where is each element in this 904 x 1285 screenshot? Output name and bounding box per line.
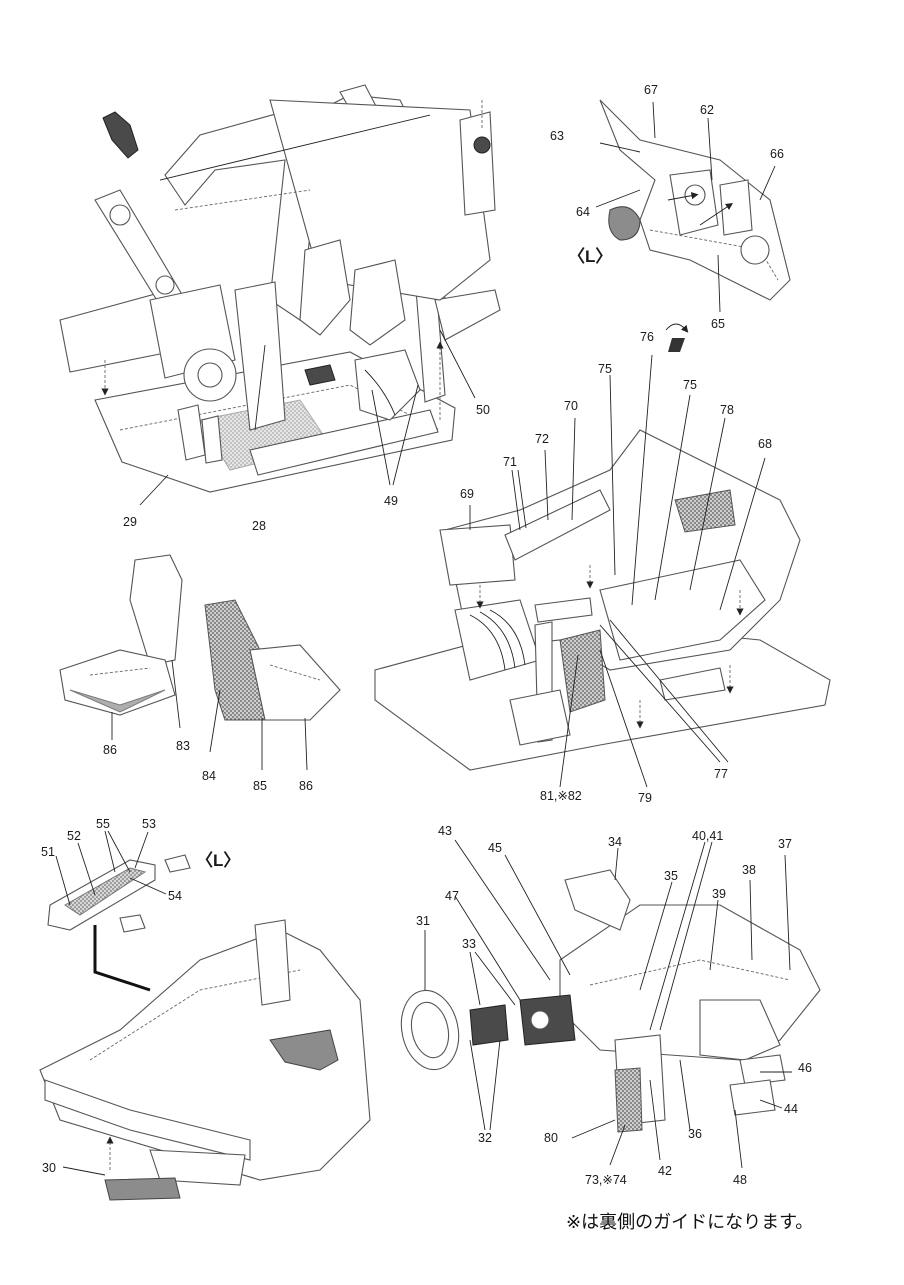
part-label-53: 53 xyxy=(142,817,156,831)
part-label-40-41: 40,41 xyxy=(692,829,723,843)
part-label-35: 35 xyxy=(664,869,678,883)
part-label-75-a: 75 xyxy=(598,362,612,376)
part-label-66: 66 xyxy=(770,147,784,161)
footnote: ※は裏側のガイドになります。 xyxy=(566,1212,814,1233)
leader-lines-bottom-left xyxy=(55,830,167,1176)
part-label-72: 72 xyxy=(535,432,549,446)
part-label-67: 67 xyxy=(644,83,658,97)
part-label-48: 48 xyxy=(733,1173,747,1187)
part-label-63: 63 xyxy=(550,129,564,143)
part-label-78: 78 xyxy=(720,403,734,417)
part-label-64: 64 xyxy=(576,205,590,219)
side-left-indicator: 〈L〉 xyxy=(568,246,612,266)
part-label-34: 34 xyxy=(608,835,622,849)
part-label-76: 76 xyxy=(640,330,654,344)
part-label-36: 36 xyxy=(688,1127,702,1141)
flip-over-icon xyxy=(665,323,689,352)
part-label-51: 51 xyxy=(41,845,55,859)
part-label-70: 70 xyxy=(564,399,578,413)
part-label-65: 65 xyxy=(711,317,725,331)
panel-seats xyxy=(59,554,341,721)
part-label-47: 47 xyxy=(445,889,459,903)
part-label-81-82: 81,※82 xyxy=(540,789,582,803)
part-label-49: 49 xyxy=(384,494,398,508)
part-label-83: 83 xyxy=(176,739,190,753)
part-label-45: 45 xyxy=(488,841,502,855)
side-left-indicator-bottom: 〈L〉 xyxy=(196,850,240,870)
part-label-32: 32 xyxy=(478,1131,492,1145)
part-label-86-b: 86 xyxy=(299,779,313,793)
part-label-38: 38 xyxy=(742,863,756,877)
part-label-75-b: 75 xyxy=(683,378,697,392)
panel-interior-floor xyxy=(374,429,831,771)
leader-lines-top-right xyxy=(595,101,776,313)
part-label-73-74: 73,※74 xyxy=(585,1173,627,1187)
panel-dashboard xyxy=(400,869,821,1133)
part-label-33: 33 xyxy=(462,937,476,951)
part-label-86-a: 86 xyxy=(103,743,117,757)
part-label-69: 69 xyxy=(460,487,474,501)
part-label-30: 30 xyxy=(42,1161,56,1175)
part-label-31: 31 xyxy=(416,914,430,928)
part-label-71: 71 xyxy=(503,455,517,469)
part-label-43: 43 xyxy=(438,824,452,838)
part-label-84: 84 xyxy=(202,769,216,783)
part-label-80: 80 xyxy=(544,1131,558,1145)
part-label-52: 52 xyxy=(67,829,81,843)
panel-front-body xyxy=(39,854,371,1201)
part-label-50: 50 xyxy=(476,403,490,417)
leader-lines-top-left xyxy=(139,329,476,506)
part-number-labels: 28 29 49 50 62 63 64 65 66 67 〈L〉 68 69 … xyxy=(41,83,812,1187)
part-label-44: 44 xyxy=(784,1102,798,1116)
part-label-37: 37 xyxy=(778,837,792,851)
part-label-54: 54 xyxy=(168,889,182,903)
leader-lines-middle-right xyxy=(469,354,766,788)
part-label-28: 28 xyxy=(252,519,266,533)
part-label-55: 55 xyxy=(96,817,110,831)
leader-lines-seats xyxy=(111,659,308,771)
panel-door-left xyxy=(599,99,791,301)
part-label-29: 29 xyxy=(123,515,137,529)
part-label-85: 85 xyxy=(253,779,267,793)
part-label-68: 68 xyxy=(758,437,772,451)
part-label-42: 42 xyxy=(658,1164,672,1178)
panel-chassis-tub xyxy=(59,84,501,493)
leader-lines-bottom-right xyxy=(424,839,792,1169)
part-label-79: 79 xyxy=(638,791,652,805)
part-label-62: 62 xyxy=(700,103,714,117)
part-label-77: 77 xyxy=(714,767,728,781)
part-label-46: 46 xyxy=(798,1061,812,1075)
part-label-39: 39 xyxy=(712,887,726,901)
